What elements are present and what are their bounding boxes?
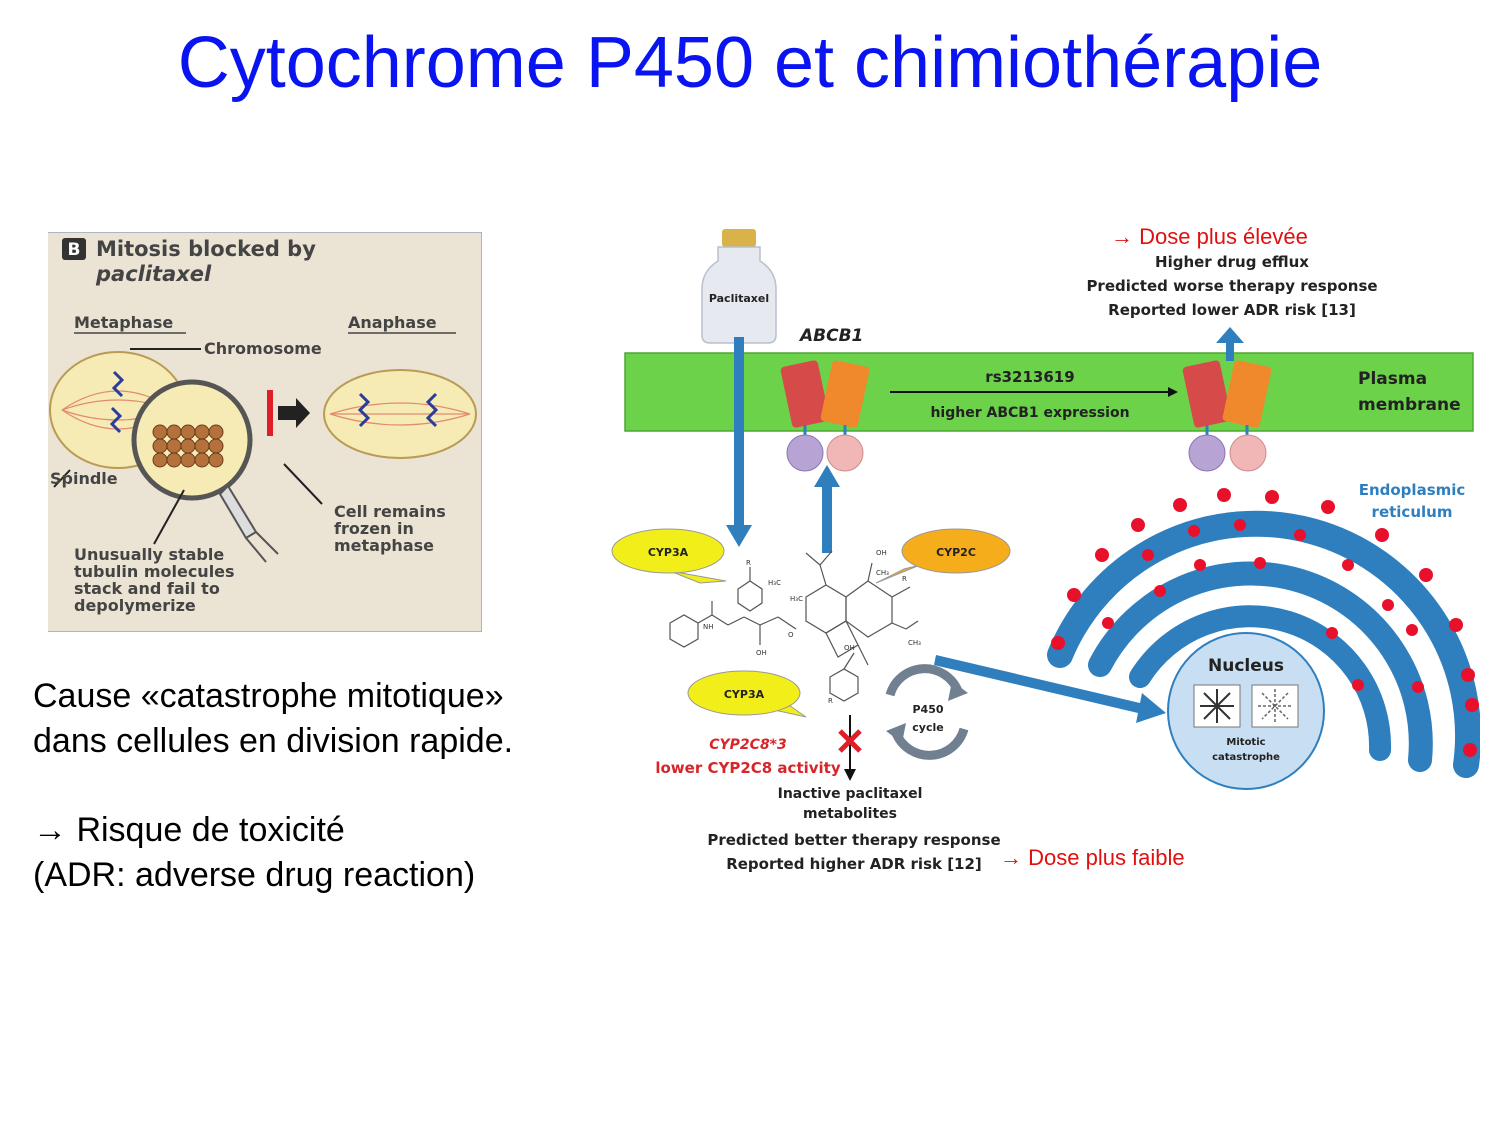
slide-title: Cytochrome P450 et chimiothérapie	[177, 23, 1323, 103]
svg-text:P450: P450	[912, 703, 943, 716]
svg-text:R: R	[902, 575, 907, 583]
vial-cap	[722, 229, 756, 247]
svg-text:OH: OH	[844, 644, 855, 652]
svg-text:CYP2C: CYP2C	[936, 546, 976, 559]
nucleus-arrow	[934, 655, 1166, 723]
block-x-icon	[838, 729, 862, 753]
vial-label: Paclitaxel	[709, 292, 769, 305]
body-line-1: Cause «catastrophe mitotique»	[33, 677, 504, 715]
vial-body	[701, 246, 777, 344]
efflux-arrow	[1216, 327, 1244, 361]
svg-text:R: R	[746, 559, 751, 567]
return-arrow	[814, 465, 840, 553]
svg-text:H₃C: H₃C	[790, 595, 803, 603]
cell-remains-line1: Cell remains	[334, 502, 446, 521]
plasma-label: Plasma	[1358, 369, 1427, 389]
panel-badge-letter: B	[68, 240, 81, 260]
svg-text:Nucleus: Nucleus	[1208, 656, 1284, 676]
svg-text:O: O	[788, 631, 794, 639]
predicted-better: Predicted better therapy response	[707, 831, 1000, 849]
mitosis-panel: B Mitosis blocked by paclitaxel Metaphas…	[33, 231, 483, 633]
svg-text:CYP3A: CYP3A	[648, 546, 689, 559]
panel-heading-line2: paclitaxel	[95, 262, 212, 286]
endoplasmic-reticulum	[1047, 510, 1481, 778]
rs-label: rs3213619	[985, 368, 1074, 386]
cyp2c8-line2: lower CYP2C8 activity	[655, 759, 840, 777]
svg-text:CH₃: CH₃	[876, 569, 889, 577]
paclitaxel-pathway-diagram: Paclitaxel ABCB1 rs3213619 higher ABCB1 …	[600, 225, 1481, 885]
efflux-line1: Higher drug efflux	[1155, 253, 1309, 271]
abcb1-transporter-right	[1182, 360, 1272, 472]
influx-arrow	[726, 337, 752, 547]
svg-text:OH: OH	[876, 549, 887, 557]
p450-cycle: P450 cycle	[885, 664, 969, 760]
svg-text:CYP3A: CYP3A	[724, 688, 765, 701]
body-line-4: (ADR: adverse drug reaction)	[33, 856, 476, 894]
panel-badge	[62, 238, 86, 260]
spindle-label: Spindle	[50, 469, 118, 488]
abcb1-label: ABCB1	[798, 326, 863, 346]
svg-text:H₃C: H₃C	[768, 579, 781, 587]
inactive-line1: Inactive paclitaxel	[778, 786, 923, 802]
panel-heading-line1: Mitosis blocked by	[96, 237, 316, 261]
note-dose-high: → Dose plus élevée	[1111, 224, 1308, 249]
cyp3a-top-bubble: CYP3A	[611, 528, 727, 584]
paclitaxel-structure	[669, 550, 919, 702]
cyp2c-bubble: CYP2C	[875, 528, 1011, 584]
er-line2: reticulum	[1372, 503, 1453, 521]
svg-text:catastrophe: catastrophe	[1212, 752, 1280, 763]
svg-text:OH: OH	[756, 649, 767, 657]
cyp2c8-line1: CYP2C8*3	[709, 737, 787, 753]
tubulin-line1: Unusually stable	[74, 545, 224, 564]
cyp3a-bottom-bubble: CYP3A	[687, 670, 807, 718]
er-line1: Endoplasmic	[1359, 481, 1466, 499]
svg-text:Mitotic: Mitotic	[1226, 737, 1265, 748]
svg-text:NH: NH	[703, 623, 714, 631]
tubulin-line3: stack and fail to	[74, 579, 220, 598]
chromosome-label: Chromosome	[204, 339, 322, 358]
efflux-line3: Reported lower ADR risk [13]	[1108, 301, 1356, 319]
cell-remains-line2: frozen in	[334, 519, 414, 538]
svg-text:cycle: cycle	[912, 721, 943, 734]
anaphase-label: Anaphase	[348, 313, 437, 332]
membrane-label: membrane	[1358, 395, 1461, 415]
tubulin-line2: tubulin molecules	[74, 562, 235, 581]
inactive-line2: metabolites	[803, 806, 897, 822]
er-ribosomes	[1051, 488, 1479, 757]
body-line-3: → Risque de toxicité	[33, 811, 345, 849]
expression-label: higher ABCB1 expression	[930, 405, 1129, 421]
nucleus: Nucleus Mitotic catastrophe	[1167, 632, 1325, 790]
note-dose-low: → Dose plus faible	[1000, 845, 1185, 870]
abcb1-transporter-left	[780, 360, 870, 472]
reported-higher: Reported higher ADR risk [12]	[726, 855, 982, 873]
efflux-line2: Predicted worse therapy response	[1086, 277, 1377, 295]
svg-text:R: R	[828, 697, 833, 705]
body-line-2: dans cellules en division rapide.	[33, 722, 514, 760]
svg-text:CH₃: CH₃	[908, 639, 921, 647]
cell-remains-line3: metaphase	[334, 536, 434, 555]
metaphase-label: Metaphase	[74, 313, 173, 332]
tubulin-line4: depolymerize	[74, 596, 196, 615]
